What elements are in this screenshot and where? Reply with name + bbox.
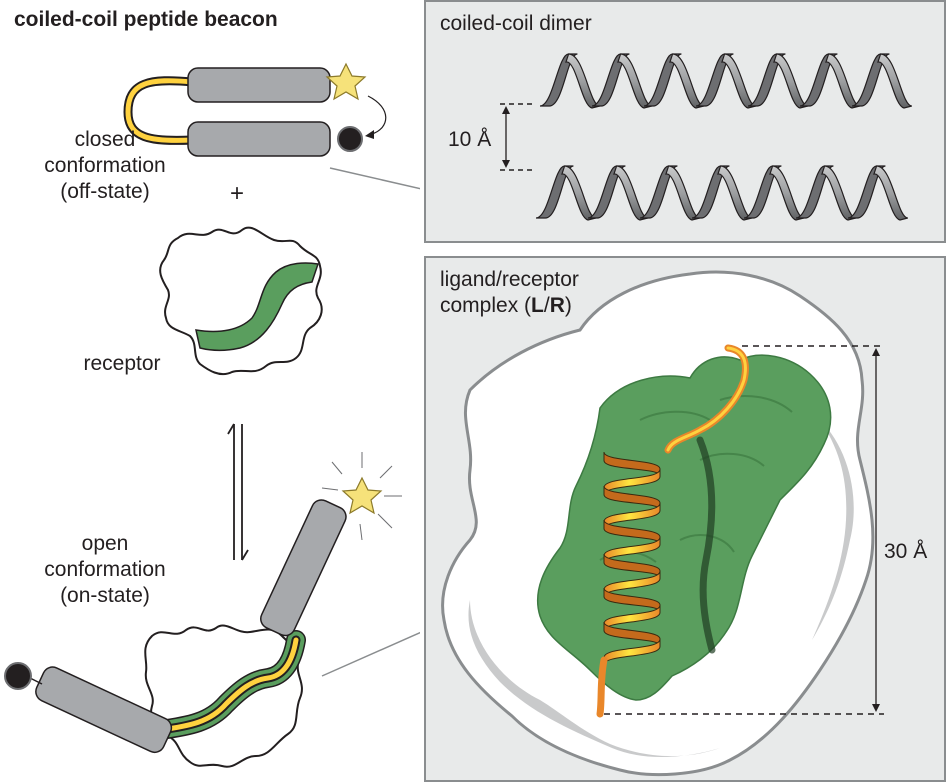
complex-panel-title-line2: complex (L/R) bbox=[440, 294, 572, 317]
top-helix-cylinder bbox=[187, 67, 331, 103]
figure-title: coiled-coil peptide beacon bbox=[14, 8, 278, 31]
fluorophore-star-icon bbox=[325, 62, 367, 101]
closed-label-line1: closed bbox=[74, 128, 136, 151]
open-label-line2: conformation bbox=[44, 558, 166, 581]
open-label-line1: open bbox=[81, 532, 129, 555]
complex-panel-title-line1: ligand/receptor bbox=[440, 268, 579, 291]
closed-label-line3: (off-state) bbox=[60, 180, 150, 203]
receptor-binding-groove bbox=[195, 262, 319, 352]
beacon-schematic bbox=[4, 62, 420, 768]
dimer-panel-title: coiled-coil dimer bbox=[440, 12, 592, 35]
closed-label-line2: conformation bbox=[44, 154, 166, 177]
open-label-line3: (on-state) bbox=[60, 584, 150, 607]
complex-distance-label: 30 Å bbox=[884, 540, 928, 563]
quencher-icon bbox=[337, 126, 363, 152]
glowing-fluorophore-icon bbox=[321, 452, 402, 541]
dimer-helix-drawing bbox=[426, 2, 944, 241]
receptor-shape bbox=[159, 226, 323, 376]
bottom-helix-cylinder bbox=[187, 121, 331, 157]
open-quencher-icon bbox=[4, 662, 32, 690]
dimer-distance-label: 10 Å bbox=[448, 128, 492, 151]
plus-sign: + bbox=[229, 180, 244, 207]
complex-panel: ligand/receptor complex (L/R) 30 Å bbox=[424, 256, 946, 782]
top-helix bbox=[526, 50, 926, 108]
receptor-label: receptor bbox=[83, 352, 161, 375]
open-bottom-cylinder bbox=[35, 666, 173, 754]
dimer-panel: coiled-coil dimer 10 Å bbox=[424, 0, 946, 243]
open-top-cylinder bbox=[260, 499, 347, 637]
